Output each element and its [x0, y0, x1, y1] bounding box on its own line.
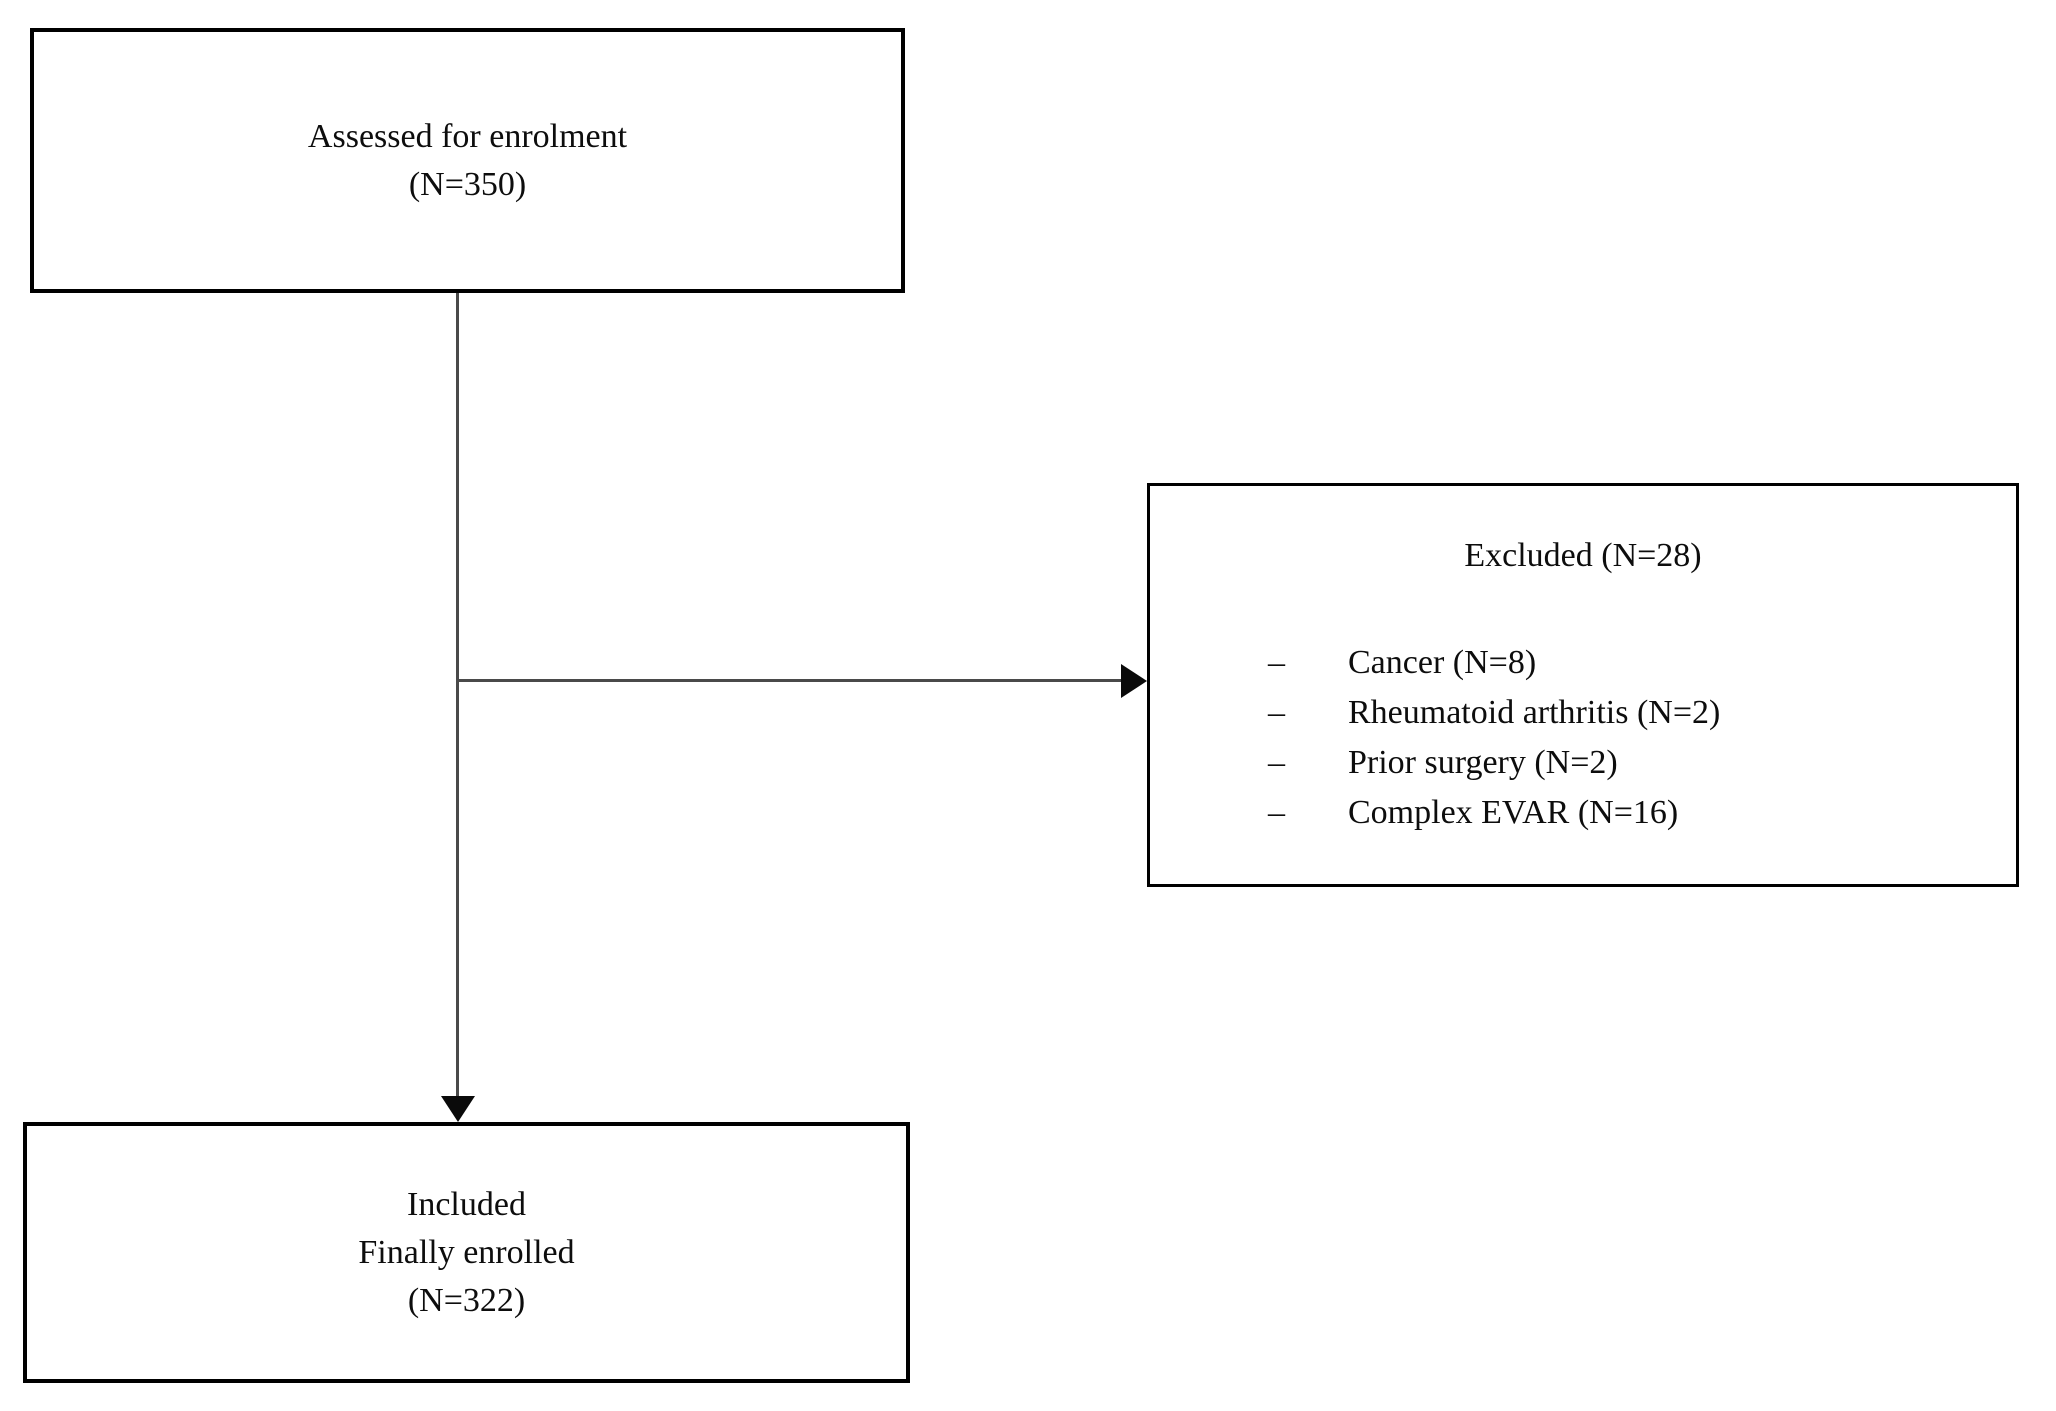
excluded-reason-cancer: Cancer (N=8): [1348, 644, 1537, 681]
list-item: – Cancer (N=8): [1268, 638, 2016, 688]
list-item: – Prior surgery (N=2): [1268, 738, 2016, 788]
dash-bullet: –: [1268, 744, 1285, 781]
excluded-reason-prior-surgery: Prior surgery (N=2): [1348, 744, 1618, 781]
arrowhead-right-icon: [1121, 664, 1147, 698]
connector-horizontal-line: [458, 679, 1126, 682]
connector-vertical-line: [456, 293, 459, 1096]
excluded-reason-complex-evar: Complex EVAR (N=16): [1348, 794, 1679, 831]
excluded-reason-rheumatoid-arthritis: Rheumatoid arthritis (N=2): [1348, 694, 1721, 731]
list-item: – Complex EVAR (N=16): [1268, 788, 2016, 838]
included-line-1: Included: [407, 1185, 526, 1223]
excluded-title: Excluded (N=28): [1464, 537, 1702, 574]
assessed-line-1: Assessed for enrolment: [307, 117, 628, 155]
included-line-2: Finally enrolled: [358, 1233, 575, 1271]
included-count: (N=322): [407, 1281, 526, 1319]
list-item: – Rheumatoid arthritis (N=2): [1268, 688, 2016, 738]
node-assessed-for-enrolment: Assessed for enrolment (N=350): [30, 28, 905, 293]
excluded-reason-list: – Cancer (N=8) – Rheumatoid arthritis (N…: [1150, 638, 2016, 838]
arrowhead-down-icon: [441, 1096, 475, 1122]
assessed-count: (N=350): [408, 165, 527, 203]
node-excluded: Excluded (N=28) – Cancer (N=8) – Rheumat…: [1147, 483, 2019, 887]
node-included-finally-enrolled: Included Finally enrolled (N=322): [23, 1122, 910, 1383]
dash-bullet: –: [1268, 694, 1285, 731]
dash-bullet: –: [1268, 644, 1285, 681]
dash-bullet: –: [1268, 794, 1285, 831]
